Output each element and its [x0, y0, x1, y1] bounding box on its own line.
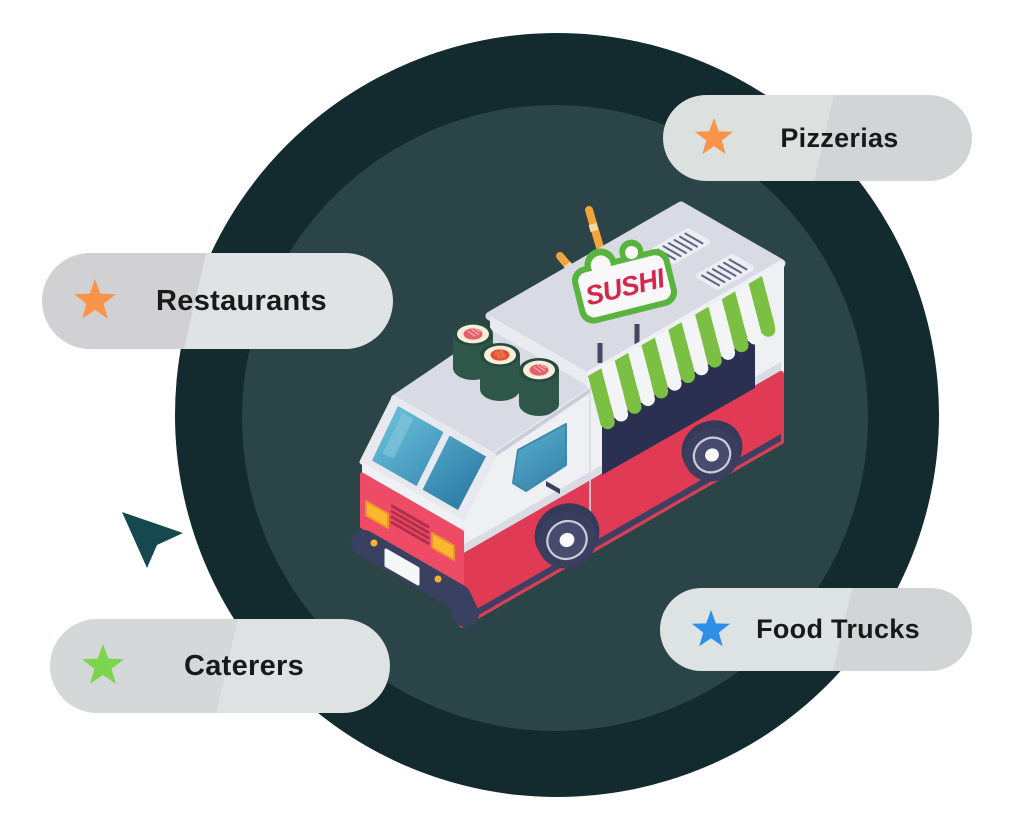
pill-label: Pizzerias: [780, 122, 899, 153]
license-plate: [384, 548, 420, 586]
cab-roof-edge: [492, 388, 592, 458]
label-pill-restaurants: Restaurants: [42, 253, 393, 349]
sushi-sign: SUSHI: [571, 239, 678, 324]
pill-label: Caterers: [183, 649, 305, 682]
awning: [588, 276, 776, 430]
underbody-strip: [462, 434, 781, 625]
label-pill-pizzerias: Pizzerias: [663, 95, 972, 181]
star-icon: [691, 609, 731, 646]
headlight-icon: [431, 532, 455, 561]
star-icon: [694, 118, 734, 155]
windshield-divider: [412, 431, 451, 497]
truck-box-front-face: [490, 316, 590, 391]
star-icon: [82, 644, 124, 684]
pill-label: Food Trucks: [756, 614, 920, 644]
rear-wheel-icon: [681, 420, 743, 482]
label-pill-caterers: Caterers: [50, 619, 390, 713]
roof-vent-icon: [696, 254, 754, 290]
sushi-food-truck-illustration: SUSHI: [351, 201, 786, 628]
door-window: [512, 423, 567, 492]
pill-label: Restaurants: [156, 284, 327, 317]
glass-highlight: [382, 413, 414, 459]
headlight-icon: [365, 500, 389, 529]
front-wheel-icon: [534, 503, 600, 569]
bumper-light-icon: [434, 575, 442, 583]
star-icon: [74, 279, 116, 319]
front-white-band: [362, 462, 462, 532]
door-handle: [546, 481, 560, 494]
grille-icon: [390, 504, 430, 545]
sushi-rolls-icon: [453, 322, 559, 416]
label-pill-food-trucks: Food Trucks: [660, 588, 972, 671]
cursor-arrow-icon: [122, 512, 183, 568]
bumper-light-icon: [370, 539, 378, 547]
